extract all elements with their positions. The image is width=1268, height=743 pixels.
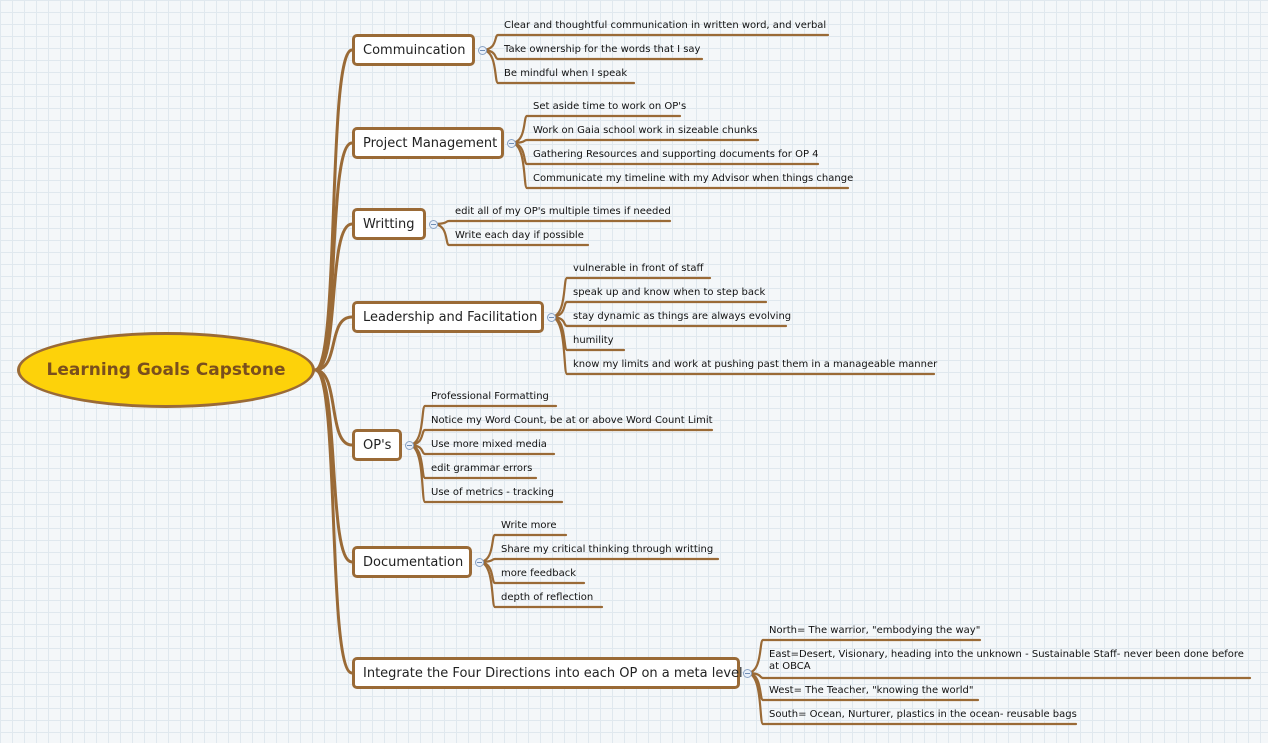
connector-line xyxy=(745,671,765,726)
collapse-toggle-icon[interactable] xyxy=(475,558,484,567)
connector-line xyxy=(313,48,354,372)
connector-line xyxy=(745,638,765,675)
subtopic[interactable]: West= The Teacher, "knowing the world" xyxy=(769,685,974,696)
subtopic[interactable]: Share my critical thinking through writt… xyxy=(501,544,714,555)
subtopic[interactable]: Use of metrics - tracking xyxy=(431,487,554,498)
topic-ops[interactable]: OP's xyxy=(352,429,402,461)
subtopic[interactable]: Clear and thoughtful communication in wr… xyxy=(504,20,827,31)
topic-label: Writting xyxy=(363,216,415,232)
subtopic[interactable]: depth of reflection xyxy=(501,592,594,603)
subtopic[interactable]: Gathering Resources and supporting docum… xyxy=(533,149,819,160)
subtopic[interactable]: Communicate my timeline with my Advisor … xyxy=(533,173,854,184)
connector-line xyxy=(407,404,427,447)
topic-documentation[interactable]: Documentation xyxy=(352,546,472,578)
topic-leadership-facilitation[interactable]: Leadership and Facilitation xyxy=(352,301,544,333)
central-topic[interactable]: Learning Goals Capstone xyxy=(17,332,315,408)
collapse-toggle-icon[interactable] xyxy=(405,441,414,450)
topic-label: Project Management xyxy=(363,135,498,151)
topic-label: Commuincation xyxy=(363,42,466,58)
subtopic[interactable]: humility xyxy=(573,335,614,346)
subtopic[interactable]: edit all of my OP's multiple times if ne… xyxy=(455,206,671,217)
subtopic[interactable]: East=Desert, Visionary, heading into the… xyxy=(769,649,1244,672)
subtopic[interactable]: South= Ocean, Nurturer, plastics in the … xyxy=(769,709,1077,720)
topic-writting[interactable]: Writting xyxy=(352,208,426,240)
topic-four-directions[interactable]: Integrate the Four Directions into each … xyxy=(352,657,743,689)
subtopic[interactable]: more feedback xyxy=(501,568,577,579)
connector-line xyxy=(549,276,569,319)
subtopic[interactable]: speak up and know when to step back xyxy=(573,287,766,298)
subtopic[interactable]: know my limits and work at pushing past … xyxy=(573,359,938,370)
subtopic[interactable]: Be mindful when I speak xyxy=(504,68,628,79)
connector-line xyxy=(313,222,354,372)
subtopic[interactable]: edit grammar errors xyxy=(431,463,533,474)
collapse-toggle-icon[interactable] xyxy=(478,46,487,55)
connector-line xyxy=(509,141,529,190)
topic-label: Integrate the Four Directions into each … xyxy=(363,665,743,681)
topic-project-management[interactable]: Project Management xyxy=(352,127,504,159)
topic-label: Documentation xyxy=(363,554,464,570)
connector-line xyxy=(313,368,354,675)
subtopic[interactable]: Notice my Word Count, be at or above Wor… xyxy=(431,415,713,426)
subtopic[interactable]: Work on Gaia school work in sizeable chu… xyxy=(533,125,758,136)
subtopic[interactable]: Write more xyxy=(501,520,557,531)
collapse-toggle-icon[interactable] xyxy=(507,139,516,148)
connector-line xyxy=(313,368,354,447)
subtopic[interactable]: North= The warrior, "embodying the way" xyxy=(769,625,981,636)
topic-label: OP's xyxy=(363,437,392,453)
central-topic-label: Learning Goals Capstone xyxy=(46,360,286,380)
topic-communication[interactable]: Commuincation xyxy=(352,34,475,66)
subtopic[interactable]: Take ownership for the words that I say xyxy=(504,44,701,55)
subtopic[interactable]: stay dynamic as things are always evolvi… xyxy=(573,311,792,322)
collapse-toggle-icon[interactable] xyxy=(743,669,752,678)
subtopic[interactable]: Professional Formatting xyxy=(431,391,549,402)
subtopic[interactable]: vulnerable in front of staff xyxy=(573,263,704,274)
topic-label: Leadership and Facilitation xyxy=(363,309,538,325)
connector-line xyxy=(313,368,354,564)
connector-line xyxy=(313,315,354,372)
connector-line xyxy=(477,560,497,609)
subtopic[interactable]: Use more mixed media xyxy=(431,439,547,450)
subtopic[interactable]: Write each day if possible xyxy=(455,230,584,241)
collapse-toggle-icon[interactable] xyxy=(547,313,556,322)
connector-line xyxy=(313,141,354,372)
subtopic[interactable]: Set aside time to work on OP's xyxy=(533,101,687,112)
collapse-toggle-icon[interactable] xyxy=(429,220,438,229)
